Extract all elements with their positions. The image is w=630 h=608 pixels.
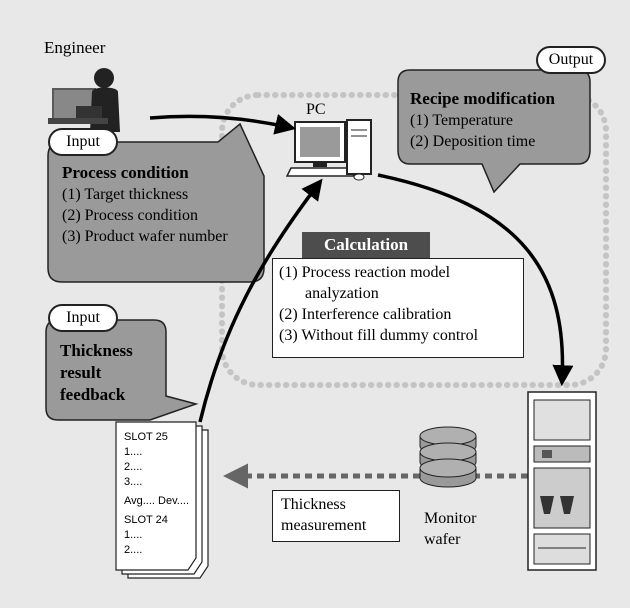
calculation-item: (3) Without fill dummy control (279, 327, 479, 344)
process-condition-item: (3) Product wafer number (62, 228, 228, 245)
recipe-modification-item: (2) Deposition time (410, 133, 536, 150)
thickness-feedback-line: feedback (60, 385, 126, 404)
pc-icon (285, 119, 372, 181)
process-condition-item: (1) Target thickness (62, 186, 189, 203)
process-condition-item: (2) Process condition (62, 207, 198, 224)
thickness-measurement-box: Thickness measurement (272, 490, 400, 542)
report-row: 2.... (124, 461, 143, 473)
monitor-wafer-label: Monitor wafer (424, 508, 476, 550)
input-pill-top: Input (48, 128, 118, 156)
input-pill-bottom: Input (48, 304, 118, 332)
recipe-modification-title: Recipe modification (410, 89, 555, 108)
recipe-modification-item: (1) Temperature (410, 112, 513, 129)
calculation-title: Calculation (302, 232, 430, 258)
thickness-feedback-text: Thickness result feedback (60, 340, 170, 406)
recipe-modification-callout (397, 69, 591, 194)
report-slot-a: SLOT 25 (124, 431, 168, 443)
report-row: 1.... (124, 446, 143, 458)
arrow-engineer-to-pc (149, 114, 297, 135)
calculation-item: (2) Interference calibration (279, 306, 452, 323)
monitor-wafer-line: wafer (424, 531, 461, 548)
arrow-pc-to-furnace (377, 173, 574, 387)
report-slot-b: SLOT 24 (124, 514, 168, 526)
arrow-report-to-pc (198, 178, 323, 423)
process-condition-title: Process condition (62, 163, 189, 182)
process-condition-text: Process condition (1) Target thickness (… (62, 162, 258, 247)
calculation-item: (1) Process reaction model analyzation (279, 264, 451, 302)
thickness-measurement-line: Thickness (281, 496, 346, 513)
thickness-feedback-line: result (60, 363, 102, 382)
report-content: SLOT 25 1.... 2.... 3.... Avg.... Dev...… (124, 430, 189, 558)
furnace-icon (527, 391, 597, 571)
output-pill: Output (536, 46, 606, 74)
thickness-feedback-callout (45, 319, 199, 421)
report-row: 1.... (124, 529, 143, 541)
thickness-measurement-line: measurement (281, 517, 367, 534)
report-row: 3.... (124, 476, 143, 488)
report-avg-dev: Avg.... Dev.... (124, 495, 190, 507)
thickness-feedback-line: Thickness (60, 341, 133, 360)
report-row: 2.... (124, 544, 143, 556)
calculation-box: (1) Process reaction model analyzation (… (272, 258, 524, 358)
pc-label: PC (306, 101, 326, 118)
report-pages (115, 421, 209, 579)
monitor-wafer-icon (419, 426, 477, 488)
monitor-wafer-line: Monitor (424, 510, 477, 527)
engineer-icon (48, 68, 120, 132)
recipe-modification-text: Recipe modification (1) Temperature (2) … (410, 88, 588, 152)
engineer-label: Engineer (44, 38, 106, 57)
